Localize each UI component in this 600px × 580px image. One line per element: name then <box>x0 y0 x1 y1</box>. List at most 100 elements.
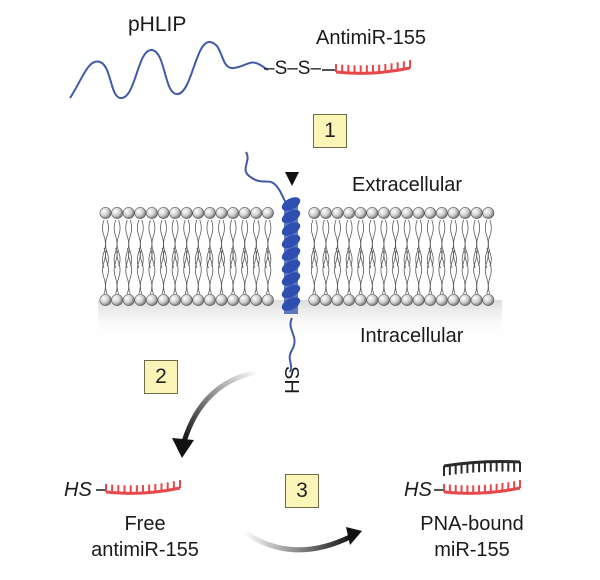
antimir-label: AntimiR-155 <box>316 27 427 49</box>
lipid-head <box>111 294 123 306</box>
lipid-tail <box>371 219 376 267</box>
lipid-tail <box>163 249 167 295</box>
lipid-tail <box>476 249 481 295</box>
lipid-tail <box>371 249 376 295</box>
step3-arrow-shaft <box>241 529 355 553</box>
lipid-head <box>99 207 112 219</box>
lipid-head <box>401 207 413 219</box>
lipid-tail <box>441 249 446 295</box>
lipid-head <box>389 294 402 306</box>
mir155-backbone <box>443 460 521 468</box>
step-2-badge: 2 <box>144 360 178 394</box>
lipid-tail <box>197 219 202 267</box>
lipid-tail <box>232 219 237 267</box>
lipid-head <box>424 294 437 306</box>
lipid-tail <box>105 249 109 295</box>
lipid-head <box>377 294 390 306</box>
lipid-tail <box>116 219 121 267</box>
lipid-tail <box>337 219 341 267</box>
step1-arrow-head <box>285 172 299 186</box>
lipid-head <box>447 207 460 219</box>
lipid-head <box>366 207 379 219</box>
helix-core <box>284 204 298 314</box>
lipid-head <box>134 207 147 219</box>
phlip-peptide-strand <box>69 41 269 99</box>
lipid-head <box>261 294 274 306</box>
lipid-head <box>122 294 135 306</box>
lipid-tail <box>128 219 133 267</box>
bound-complex-subtitle: miR-155 <box>434 539 510 561</box>
lipid-tail <box>429 219 434 267</box>
lipid-tail <box>360 249 365 295</box>
lipid-tail <box>429 249 434 295</box>
lipid-head <box>459 294 471 306</box>
lipid-tail <box>186 249 191 295</box>
bound-antimir-strand <box>443 480 521 495</box>
lipid-head <box>169 294 181 306</box>
lipid-tail <box>267 249 272 295</box>
lipid-head <box>227 207 239 219</box>
lipid-tail <box>174 219 179 267</box>
lipid-head <box>250 207 263 219</box>
lipid-tail <box>406 249 411 295</box>
lipid-tail <box>267 219 272 267</box>
lipid-head <box>435 207 448 219</box>
lipid-head <box>122 207 135 219</box>
lipid-tail <box>348 219 353 267</box>
phlip-transmembrane-helix <box>281 197 301 314</box>
lipid-tail <box>383 219 388 267</box>
lipid-tail <box>418 219 423 267</box>
lipid-head <box>319 207 332 219</box>
lipid-head <box>470 207 483 219</box>
lipid-head <box>482 294 495 306</box>
lipid-tail <box>348 249 353 295</box>
lipid-heads-inner-leaflet <box>99 294 495 306</box>
lipid-tail <box>313 219 318 267</box>
lipid-head <box>180 294 193 306</box>
lipid-head <box>99 294 112 306</box>
step3-arrow-head <box>346 527 362 545</box>
lipid-tail <box>487 219 492 267</box>
free-thiol-label: HS <box>64 479 92 501</box>
lipid-head <box>203 294 216 306</box>
thiol-label: SH <box>280 366 302 394</box>
lipid-tail <box>209 249 214 295</box>
lipid-tail <box>128 249 133 295</box>
lipid-head <box>308 207 321 219</box>
lipid-tail <box>209 219 214 267</box>
lipid-tail <box>105 219 109 267</box>
lipid-head <box>447 294 460 306</box>
lipid-tail <box>395 219 399 267</box>
lipid-head <box>238 294 251 306</box>
step2-arrow-shaft <box>181 369 261 445</box>
lipid-head <box>192 207 205 219</box>
lipid-tail <box>232 249 237 295</box>
lipid-bilayer <box>99 207 495 306</box>
lipid-tail <box>337 249 341 295</box>
lipid-head <box>377 207 390 219</box>
lipid-tail <box>197 249 202 295</box>
lipid-head <box>169 207 181 219</box>
lipid-tail <box>244 249 249 295</box>
lipid-heads-outer-leaflet <box>99 207 495 219</box>
lipid-head <box>134 294 147 306</box>
lipid-head <box>424 207 437 219</box>
lipid-head <box>261 207 274 219</box>
lipid-tail <box>476 219 481 267</box>
phlip-label: pHLIP <box>128 13 187 36</box>
lipid-tail <box>151 249 156 295</box>
lipid-head <box>389 207 402 219</box>
membrane-shadow <box>98 300 502 340</box>
intracellular-label: Intracellular <box>360 325 464 347</box>
lipid-head <box>319 294 332 306</box>
lipid-head <box>250 294 263 306</box>
lipid-head <box>145 207 158 219</box>
step2-arrow-head <box>172 438 194 458</box>
step-1-badge: 1 <box>313 114 347 148</box>
lipid-tail <box>453 249 457 295</box>
lipid-tail <box>244 219 249 267</box>
phlip-tail-intracellular <box>288 317 296 373</box>
lipid-tail <box>313 249 318 295</box>
lipid-tail <box>221 219 225 267</box>
